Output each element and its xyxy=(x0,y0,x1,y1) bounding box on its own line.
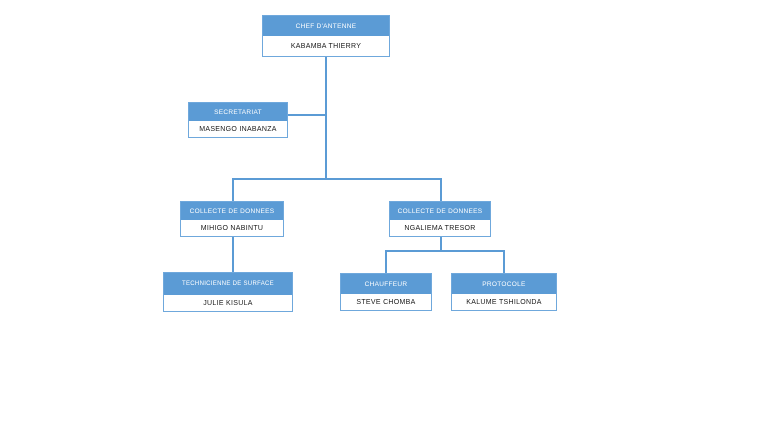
org-node-title: CHAUFFEUR xyxy=(341,274,431,294)
org-node-collecte-donnees-right[interactable]: COLLECTE DE DONNEES NGALIEMA TRESOR xyxy=(389,201,491,237)
org-node-name: NGALIEMA TRESOR xyxy=(390,220,490,236)
connector-drop-protocole xyxy=(503,250,505,273)
connector-drop-collecte-right xyxy=(440,178,442,201)
connector-collecte-right-trunk xyxy=(440,237,442,250)
org-node-name: MASENGO INABANZA xyxy=(189,121,287,137)
org-node-name: JULIE KISULA xyxy=(164,295,292,311)
org-node-title: SECRETARIAT xyxy=(189,103,287,121)
org-node-chef-antenne[interactable]: CHEF D'ANTENNE KABAMBA THIERRY xyxy=(262,15,390,57)
connector-split-bar xyxy=(232,178,441,180)
connector-chef-trunk xyxy=(325,57,327,178)
org-node-title: COLLECTE DE DONNEES xyxy=(390,202,490,220)
connector-drop-chauffeur xyxy=(385,250,387,273)
connector-collecte-left-to-technicienne xyxy=(232,237,234,272)
org-node-protocole[interactable]: PROTOCOLE KALUME TSHILONDA xyxy=(451,273,557,311)
org-node-secretariat[interactable]: SECRETARIAT MASENGO INABANZA xyxy=(188,102,288,138)
org-node-title: CHEF D'ANTENNE xyxy=(263,16,389,36)
org-node-technicienne-surface[interactable]: TECHNICIENNE DE SURFACE JULIE KISULA xyxy=(163,272,293,312)
org-node-name: STEVE CHOMBA xyxy=(341,294,431,310)
org-node-name: KALUME TSHILONDA xyxy=(452,294,556,310)
org-node-name: KABAMBA THIERRY xyxy=(263,36,389,56)
connector-split-bar-lower xyxy=(385,250,504,252)
org-node-name: MIHIGO NABINTU xyxy=(181,220,283,236)
connector-secretariat-stub xyxy=(288,114,326,116)
org-node-title: PROTOCOLE xyxy=(452,274,556,294)
org-node-collecte-donnees-left[interactable]: COLLECTE DE DONNEES MIHIGO NABINTU xyxy=(180,201,284,237)
org-node-title: COLLECTE DE DONNEES xyxy=(181,202,283,220)
connector-drop-collecte-left xyxy=(232,178,234,201)
org-node-chauffeur[interactable]: CHAUFFEUR STEVE CHOMBA xyxy=(340,273,432,311)
org-node-title: TECHNICIENNE DE SURFACE xyxy=(164,273,292,295)
